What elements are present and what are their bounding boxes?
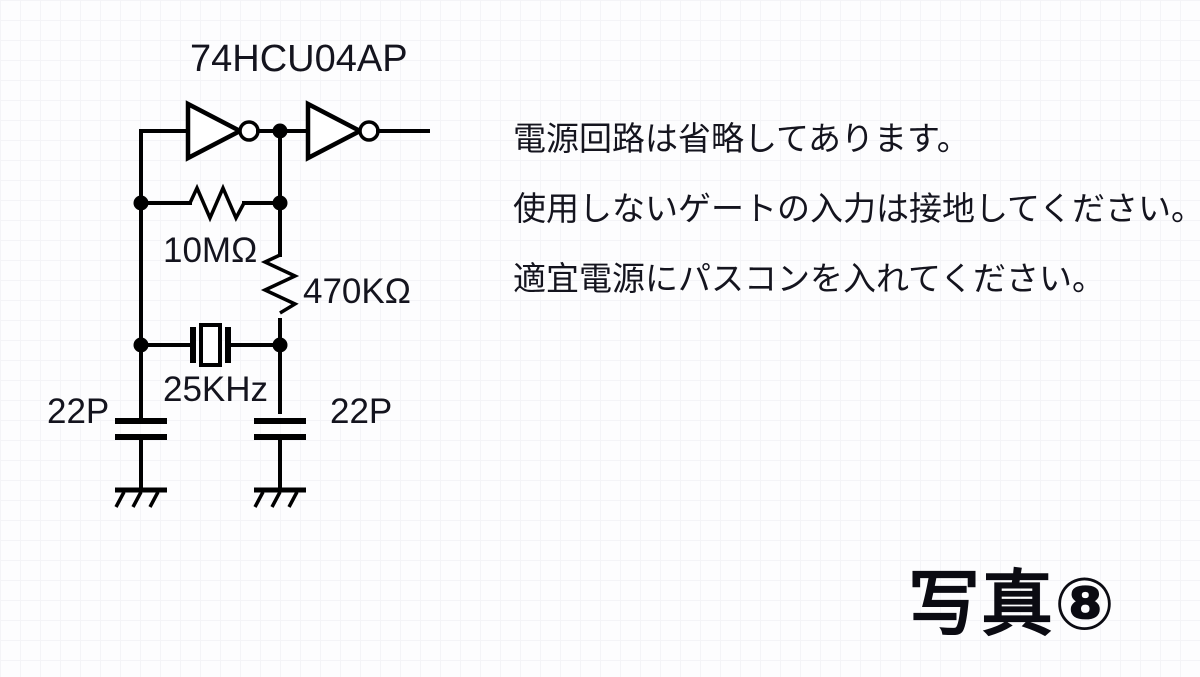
figure-caption: 写真⑧ bbox=[908, 565, 1116, 645]
ground-hatch-right-1 bbox=[253, 491, 265, 508]
note-line: 使用しないゲートの入力は接地してください。 bbox=[513, 190, 1200, 227]
junction-dot-right-r1 bbox=[272, 195, 288, 211]
inverter1-bubble-icon bbox=[238, 120, 260, 142]
capacitor-left-label: 22P bbox=[47, 392, 110, 431]
resistor-470k-symbol bbox=[260, 253, 300, 315]
resistor-10m-symbol bbox=[188, 183, 246, 223]
junction-dot-left-xtal bbox=[133, 337, 149, 353]
ground-hatch-left-1 bbox=[114, 491, 126, 508]
note-line: 適宜電源にパスコンを入れてください。 bbox=[513, 260, 1106, 297]
junction-dot-left-r1 bbox=[133, 195, 149, 211]
notes-block: 電源回路は省略してあります。 使用しないゲートの入力は接地してください。 適宜電… bbox=[513, 104, 1200, 314]
junction-dot-right-xtal bbox=[272, 337, 288, 353]
inverter-gate-2 bbox=[305, 100, 365, 162]
note-line: 電源回路は省略してあります。 bbox=[513, 120, 970, 157]
crystal-frequency-label: 25KHz bbox=[163, 370, 269, 409]
inverter-gate-1 bbox=[185, 100, 245, 162]
ground-hatch-left-2 bbox=[131, 491, 143, 508]
capacitor-right-label: 22P bbox=[330, 392, 393, 431]
resistor-10m-label: 10MΩ bbox=[163, 231, 258, 270]
crystal-body bbox=[199, 323, 222, 367]
ground-hatch-left-3 bbox=[148, 491, 160, 508]
ic-part-number-label: 74HCU04AP bbox=[190, 38, 408, 80]
inverter2-bubble-icon bbox=[358, 120, 380, 142]
resistor-470k-label: 470KΩ bbox=[303, 272, 411, 311]
junction-dot-inverter-output bbox=[272, 123, 288, 139]
ground-hatch-right-2 bbox=[270, 491, 282, 508]
ground-hatch-right-3 bbox=[287, 491, 299, 508]
